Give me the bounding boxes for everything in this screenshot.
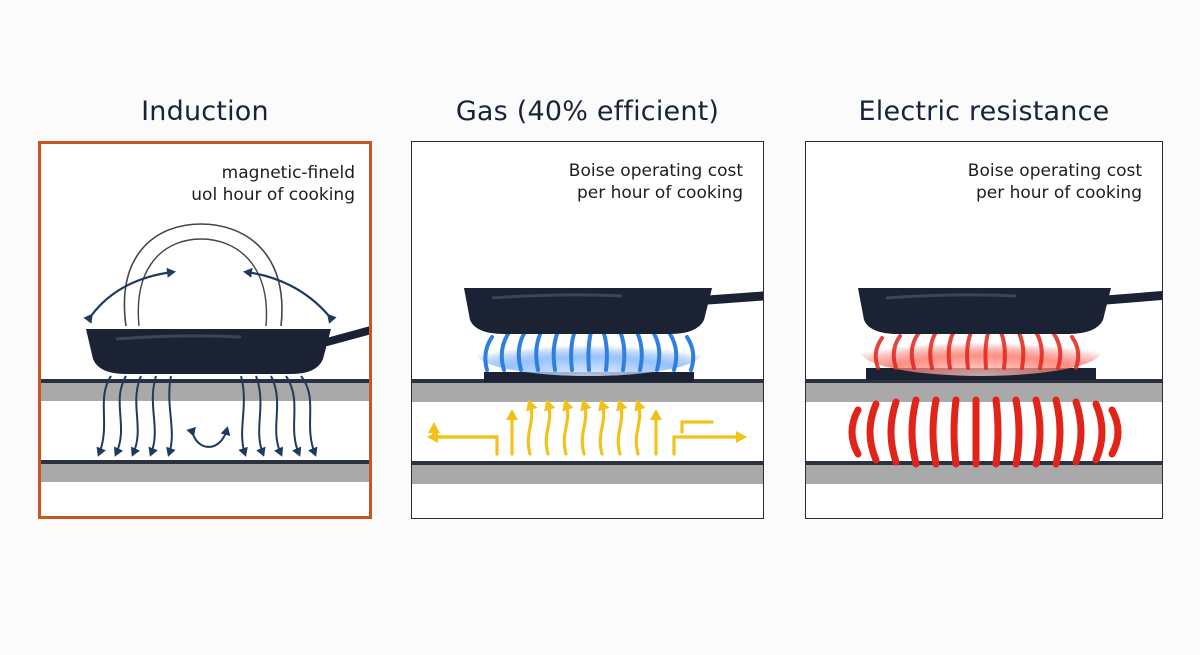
frying-pan-icon <box>858 288 1162 334</box>
magnetic-field-arrows-icon <box>83 223 337 327</box>
caption-line-2: uol hour of cooking <box>191 185 355 205</box>
field-lines <box>96 375 318 457</box>
frying-pan-icon <box>86 326 369 374</box>
gas-illustration <box>412 288 763 484</box>
cooktop-layers <box>41 379 369 482</box>
induction-illustration <box>41 223 369 482</box>
caption-induction: magnetic-fineld uol hour of cooking <box>191 162 355 206</box>
panel-title-electric: Electric resistance <box>858 96 1110 127</box>
caption-electric: Boise operating cost per hour of cooking <box>968 160 1142 204</box>
gas-flame-icon <box>477 326 701 376</box>
heating-coil-icon <box>848 396 1122 468</box>
panel-induction: magnetic-fineld uol hour of cooking <box>38 141 372 519</box>
caption-line-1: Boise operating cost <box>568 161 743 181</box>
caption-line-2: per hour of cooking <box>975 183 1142 203</box>
panel-title-gas: Gas (40% efficient) <box>455 96 720 127</box>
frying-pan-icon <box>464 288 763 334</box>
caption-line-2: per hour of cooking <box>576 183 743 203</box>
caption-line-1: magnetic-fineld <box>221 163 355 183</box>
heat-glow <box>861 328 1101 376</box>
cooktop-layers <box>412 372 763 484</box>
electric-illustration <box>806 288 1162 484</box>
panel-electric-resistance: Boise operating cost per hour of cooking <box>805 141 1163 519</box>
panel-title-induction: Induction <box>141 96 269 127</box>
cooktop-layers <box>806 368 1162 484</box>
panel-gas: Boise operating cost per hour of cooking <box>411 141 764 519</box>
caption-line-1: Boise operating cost <box>967 161 1142 181</box>
caption-gas: Boise operating cost per hour of cooking <box>569 160 743 204</box>
heat-flow-arrows-icon <box>427 399 747 456</box>
